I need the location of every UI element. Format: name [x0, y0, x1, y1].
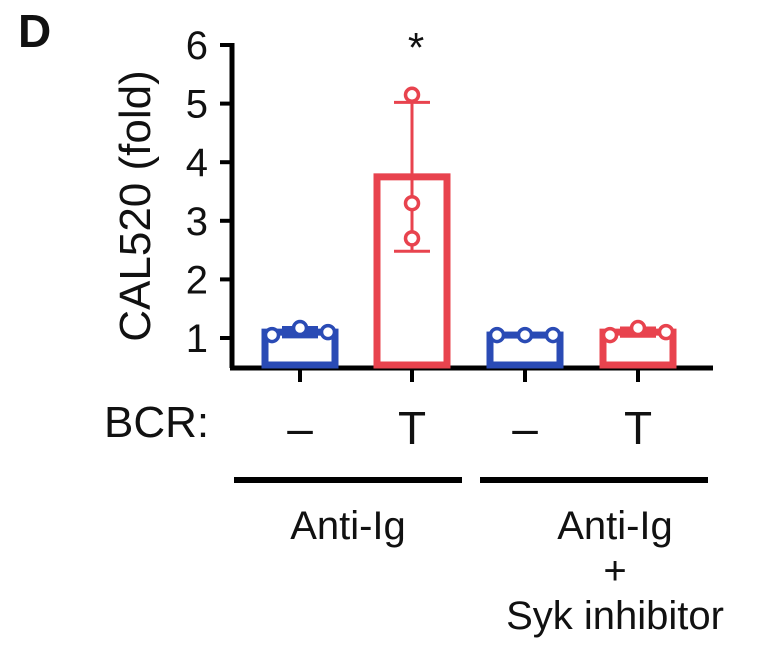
group-label-2: Anti-Ig + Syk inhibitor	[470, 504, 760, 638]
bars: *	[261, 24, 677, 369]
data-point-2-3	[403, 230, 421, 247]
x-axis: –T–T	[230, 365, 713, 454]
group-label-2-line-3: Syk inhibitor	[506, 593, 724, 638]
y-axis: 1 2 3 4 5 6	[186, 24, 235, 368]
group-bracket-2	[480, 477, 708, 483]
data-point-4-3	[657, 323, 675, 341]
data-point-4-1	[601, 326, 619, 344]
data-point-4-2	[629, 319, 647, 337]
y-tick-label-3: 3	[186, 200, 208, 244]
data-point-2-2	[403, 194, 421, 212]
data-point-1-2	[291, 319, 309, 337]
group-label-1-line-1: Anti-Ig	[290, 504, 406, 548]
group-label-1: Anti-Ig	[234, 504, 462, 549]
x-tick-label-3: –	[512, 402, 538, 454]
y-tick-label-5: 5	[186, 83, 208, 127]
x-tick-label-1: –	[287, 402, 313, 454]
group-label-2-line-2: +	[603, 548, 627, 593]
group-label-2-line-1: Anti-Ig	[557, 504, 673, 548]
x-tick-label-2: T	[398, 402, 426, 454]
y-tick-label-2: 2	[186, 258, 208, 302]
data-point-1-3	[319, 323, 337, 341]
y-tick-label-4: 4	[186, 141, 208, 185]
data-point-3-2	[516, 326, 534, 344]
y-tick-label-6: 6	[186, 24, 208, 68]
bcr-row-label: BCR:	[104, 398, 210, 447]
y-axis-label: CAL520 (fold)	[111, 70, 160, 341]
data-point-3-1	[488, 326, 506, 344]
significance-marker-2: *	[408, 24, 424, 71]
x-tick-label-4: T	[624, 402, 652, 454]
data-point-2-1	[403, 86, 421, 104]
y-tick-label-1: 1	[186, 317, 208, 361]
panel-label: D	[18, 5, 52, 57]
data-point-3-3	[544, 326, 562, 344]
group-bracket-1	[234, 477, 462, 483]
data-point-1-1	[263, 326, 281, 344]
